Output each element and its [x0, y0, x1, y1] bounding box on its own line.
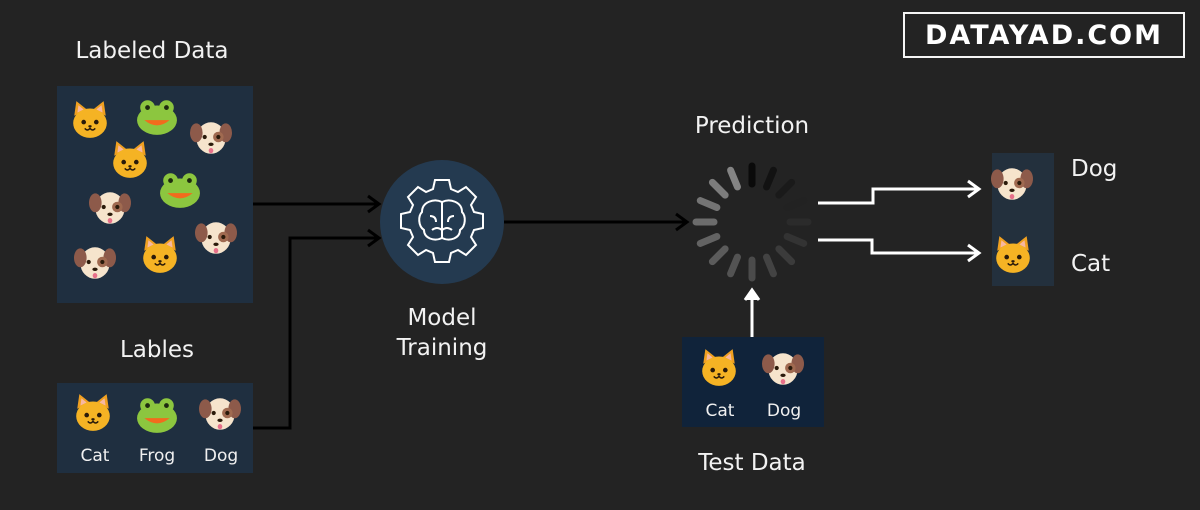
spinner-tick: [696, 197, 721, 211]
prediction-title: Prediction: [694, 113, 810, 139]
dog-icon: [991, 162, 1033, 204]
output-label-cat: Cat: [1071, 251, 1111, 277]
output-label-dog: Dog: [1071, 156, 1118, 182]
dog-icon: [762, 347, 804, 389]
cat-icon: [139, 234, 181, 276]
spinner-tick: [708, 245, 729, 266]
arrowhead: [967, 243, 982, 263]
test-data-title: Test Data: [698, 450, 806, 476]
labeled-data-title: Labeled Data: [75, 38, 229, 64]
spinner-tick: [783, 197, 808, 211]
test-label-dog: Dog: [766, 401, 802, 421]
arrowhead: [675, 212, 690, 232]
cat-icon: [69, 99, 111, 141]
dog-icon: [190, 116, 232, 158]
brain-gear-icon: [400, 179, 484, 263]
arrow-prediction-to-dog: [818, 187, 978, 205]
spinner-tick: [783, 233, 808, 247]
arrowhead: [967, 179, 982, 199]
arrowhead: [743, 287, 761, 301]
spinner-tick: [727, 166, 741, 191]
model-training-line1: Model: [407, 305, 477, 331]
model-training-line2: Training: [396, 335, 488, 361]
arrow-prediction-to-cat: [818, 238, 978, 255]
arrow-labels-to-model: [253, 236, 378, 430]
dog-icon: [195, 216, 237, 258]
cat-icon: [109, 139, 151, 181]
dog-icon: [89, 186, 131, 228]
test-label-cat: Cat: [705, 401, 735, 421]
output-panel: [992, 153, 1054, 286]
label-cat: Cat: [80, 446, 110, 466]
arrowhead: [367, 194, 382, 214]
dog-icon: [199, 392, 241, 434]
cat-icon: [992, 234, 1034, 276]
frog-icon: [159, 169, 201, 211]
test-data-panel: Cat Dog: [682, 337, 824, 427]
labels-panel: Cat Frog Dog: [57, 383, 253, 473]
loading-spinner-icon: [692, 162, 812, 282]
spinner-tick: [727, 253, 741, 278]
labeled-data-panel: [57, 86, 253, 303]
spinner-tick: [763, 253, 777, 278]
cat-icon: [72, 392, 114, 434]
labels-title: Lables: [119, 337, 195, 363]
cat-icon: [698, 347, 740, 389]
spinner-tick: [696, 233, 721, 247]
spinner-tick: [775, 245, 796, 266]
frog-icon: [136, 96, 178, 138]
label-dog: Dog: [203, 446, 239, 466]
label-frog: Frog: [138, 446, 176, 466]
frog-icon: [136, 394, 178, 436]
dog-icon: [74, 241, 116, 283]
watermark-logo: DATAYAD.COM: [903, 12, 1185, 58]
model-training-title: Model Training: [397, 303, 488, 363]
spinner-tick: [775, 178, 796, 199]
spinner-tick: [763, 166, 777, 191]
arrowhead: [367, 228, 382, 248]
spinner-tick: [708, 178, 729, 199]
